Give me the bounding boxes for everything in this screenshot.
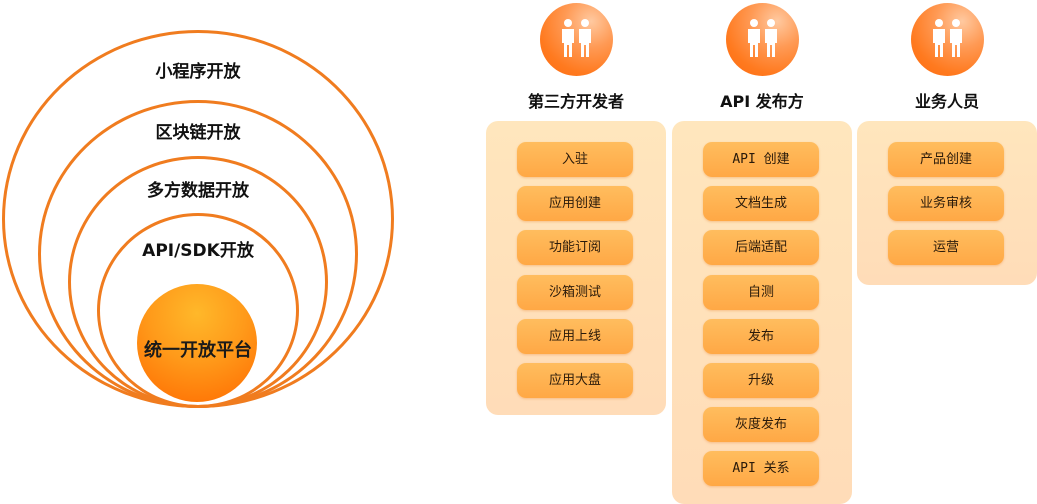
ring-label-mini-program: 小程序开放 xyxy=(155,62,241,82)
step-item[interactable]: API 创建 xyxy=(703,142,819,177)
core-circle xyxy=(137,284,257,402)
steps-panel: 入驻 应用创建 功能订阅 沙箱测试 应用上线 应用大盘 xyxy=(486,121,666,415)
concentric-rings-diagram: 小程序开放 区块链开放 多方数据开放 API/SDK开放 统一开放平台 xyxy=(0,0,420,420)
step-item[interactable]: 发布 xyxy=(703,319,819,354)
step-item[interactable]: 功能订阅 xyxy=(517,230,633,265)
step-item[interactable]: API 关系 xyxy=(703,451,819,486)
step-item[interactable]: 沙箱测试 xyxy=(517,275,633,310)
step-item[interactable]: 升级 xyxy=(703,363,819,398)
steps-panel: 产品创建 业务审核 运营 xyxy=(857,121,1037,285)
step-item[interactable]: 应用创建 xyxy=(517,186,633,221)
two-people-icon xyxy=(540,3,613,76)
step-item[interactable]: 灰度发布 xyxy=(703,407,819,442)
ring-label-api-sdk: API/SDK开放 xyxy=(142,241,254,261)
step-item[interactable]: 入驻 xyxy=(517,142,633,177)
role-title: API 发布方 xyxy=(720,92,804,111)
step-item[interactable]: 产品创建 xyxy=(888,142,1004,177)
role-title: 业务人员 xyxy=(914,92,979,111)
two-people-icon xyxy=(911,3,984,76)
two-people-icon xyxy=(726,3,799,76)
step-item[interactable]: 运营 xyxy=(888,230,1004,265)
core-label: 统一开放平台 xyxy=(144,340,252,361)
ring-label-multi-party-data: 多方数据开放 xyxy=(147,181,249,201)
step-item[interactable]: 业务审核 xyxy=(888,186,1004,221)
step-item[interactable]: 自测 xyxy=(703,275,819,310)
step-item[interactable]: 应用大盘 xyxy=(517,363,633,398)
ring-api-sdk xyxy=(97,213,299,408)
step-item[interactable]: 后端适配 xyxy=(703,230,819,265)
ring-label-blockchain: 区块链开放 xyxy=(155,123,241,143)
step-item[interactable]: 应用上线 xyxy=(517,319,633,354)
step-item[interactable]: 文档生成 xyxy=(703,186,819,221)
steps-panel: API 创建 文档生成 后端适配 自测 发布 升级 灰度发布 API 关系 xyxy=(672,121,852,504)
role-title: 第三方开发者 xyxy=(527,92,624,111)
